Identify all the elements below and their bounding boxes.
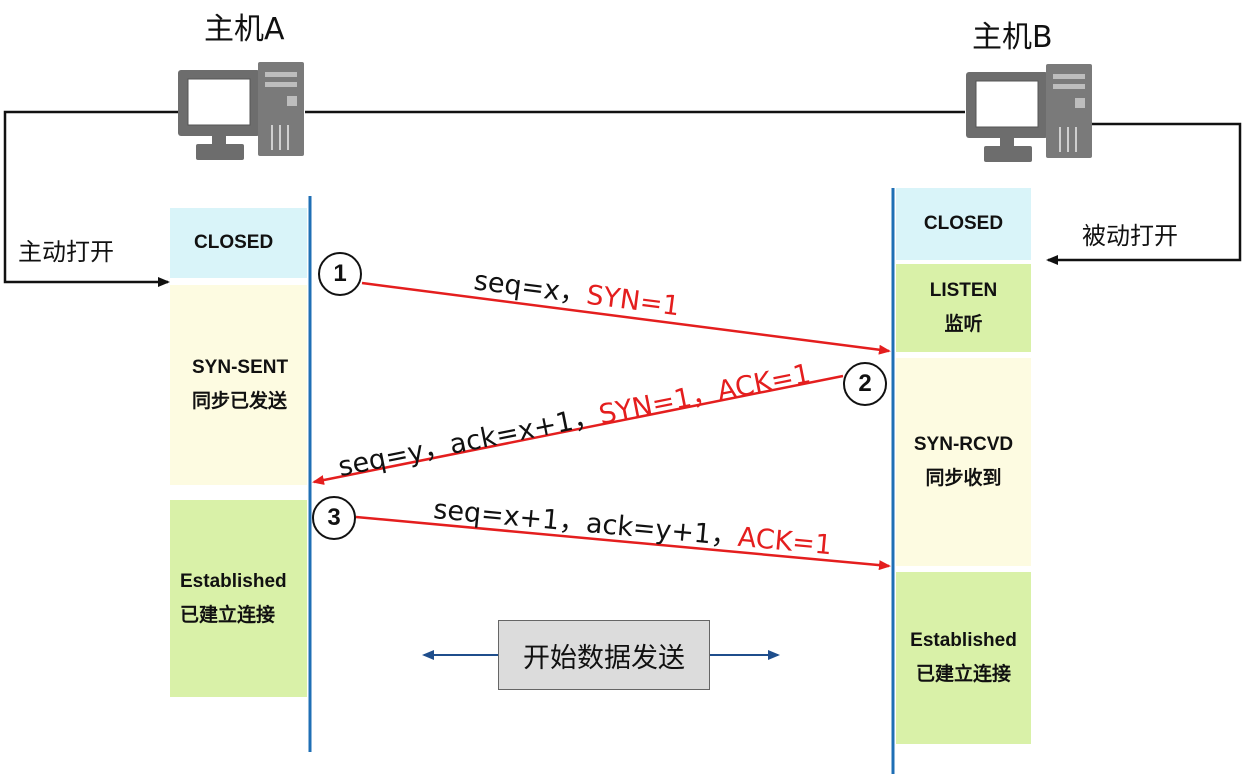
passive-open-label: 被动打开 [1082, 222, 1178, 250]
state-label: Established [910, 630, 1017, 651]
host-b-state-syn-rcvd: SYN-RCVD 同步收到 [896, 358, 1031, 566]
state-label: CLOSED [194, 232, 274, 253]
active-open-label: 主动打开 [18, 238, 114, 266]
host-a-state-closed: CLOSED [170, 208, 307, 278]
step-3-marker: 3 [312, 496, 356, 540]
state-label: SYN-SENT [192, 357, 289, 378]
host-a-title: 主机A [204, 12, 285, 47]
host-b-state-established: Established 已建立连接 [896, 572, 1031, 744]
state-label-cn: 同步收到 [925, 468, 1002, 489]
handshake-arrow-3 [355, 515, 891, 571]
state-label: LISTEN [929, 280, 998, 301]
handshake-arrow-1 [361, 281, 891, 355]
active-open-arrow [3, 110, 178, 287]
state-label-cn: 已建立连接 [915, 664, 1011, 685]
state-label: CLOSED [923, 213, 1004, 234]
host-a-state-syn-sent: SYN-SENT 同步已发送 [170, 285, 307, 485]
handshake-arrow-2 [312, 374, 844, 485]
state-label: Established [180, 570, 287, 592]
state-label-cn: 已建立连接 [180, 604, 276, 626]
passive-open-arrow [1046, 122, 1242, 265]
host-a-computer-icon [178, 62, 304, 160]
host-a-state-established: Established 已建立连接 [170, 500, 307, 697]
host-b-computer-icon [966, 64, 1092, 162]
state-label-cn: 监听 [944, 314, 983, 335]
state-label-cn: 同步已发送 [192, 391, 288, 412]
state-label: SYN-RCVD [913, 434, 1014, 455]
step-1-marker: 1 [318, 252, 362, 296]
host-b-title: 主机B [972, 20, 1053, 55]
host-b-state-closed: CLOSED [896, 188, 1031, 260]
data-transfer-box: 开始数据发送 [498, 620, 710, 690]
host-b-state-listen: LISTEN 监听 [896, 264, 1031, 352]
step-2-marker: 2 [843, 362, 887, 406]
